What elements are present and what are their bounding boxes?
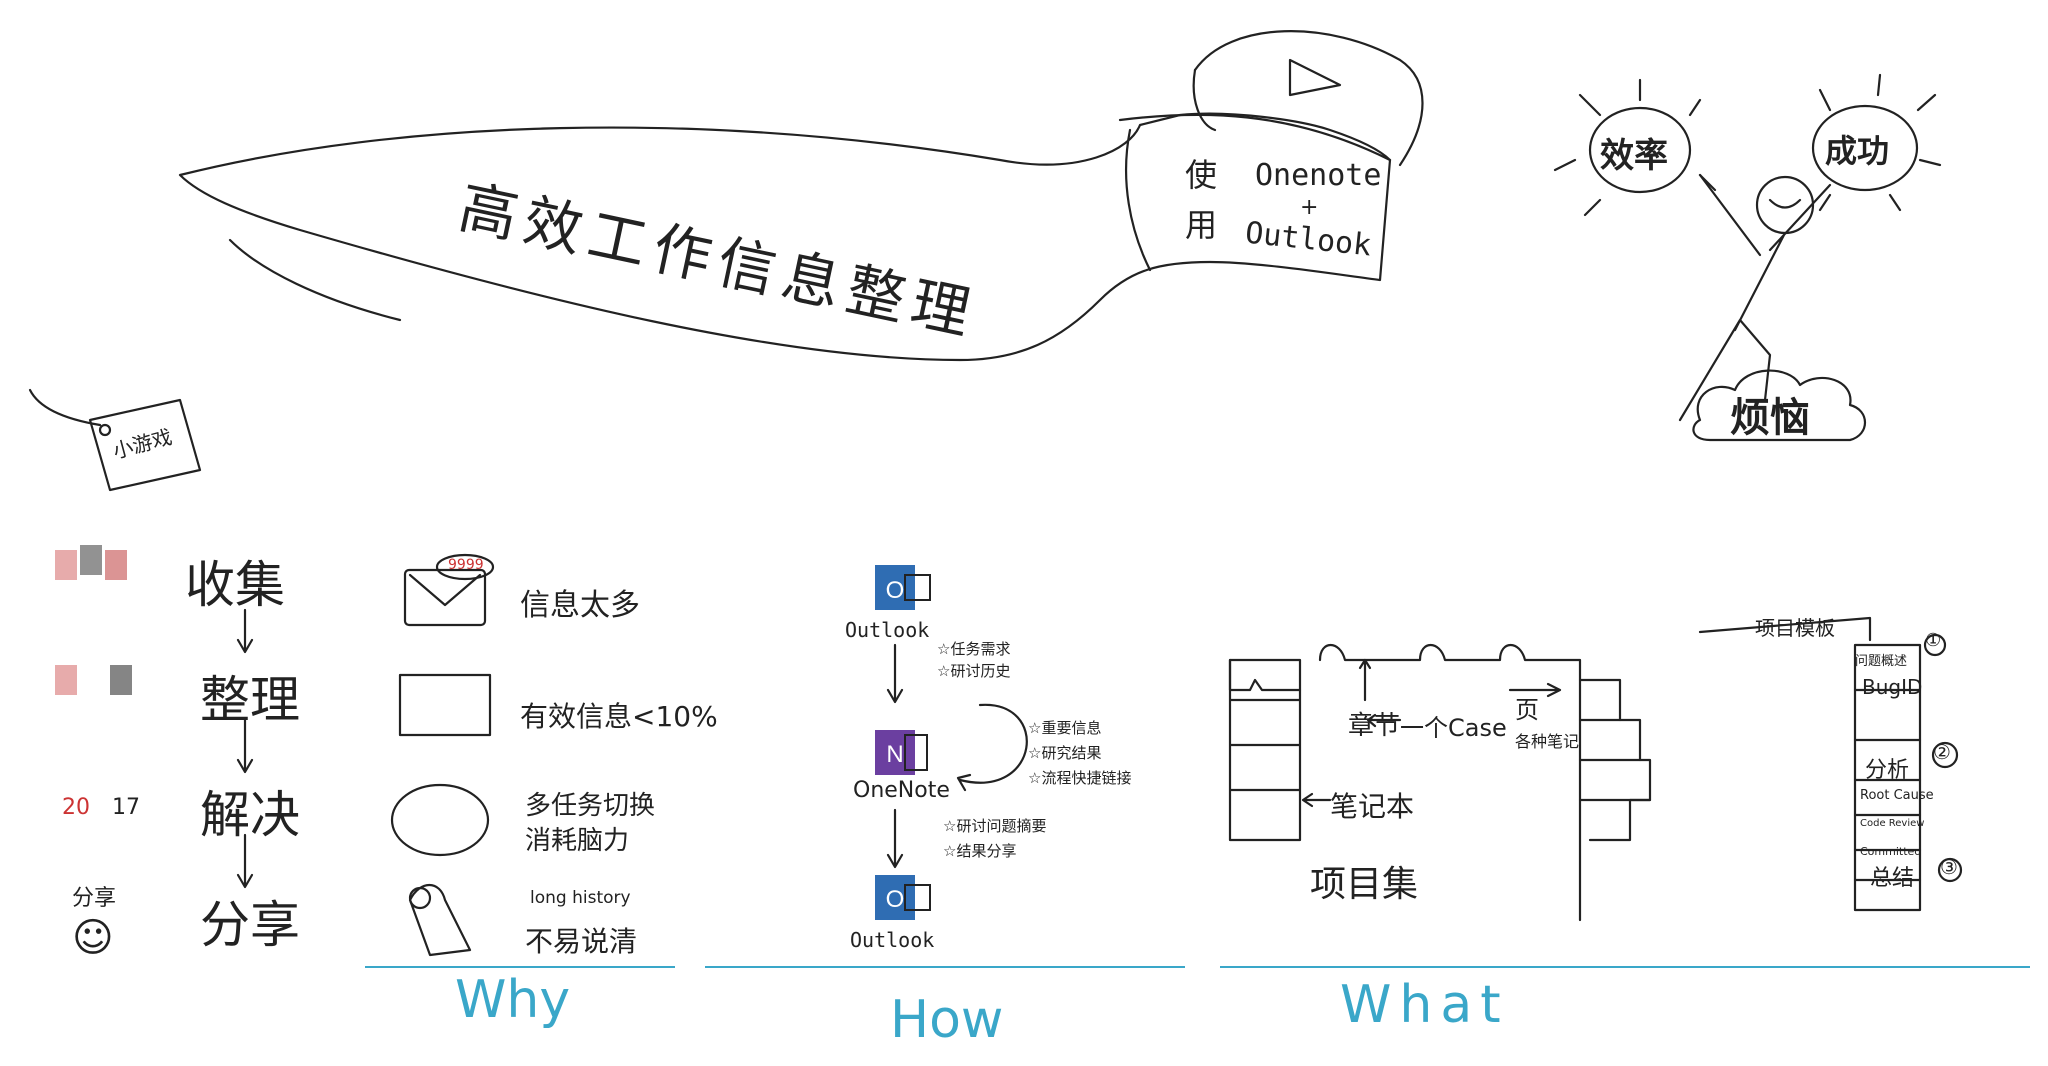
what-footer: What	[1340, 975, 1509, 1035]
flow-number-1: 20	[62, 795, 90, 820]
cloud-label-worry: 烦恼	[1730, 395, 1810, 441]
flow-share-label: 分享	[72, 886, 117, 911]
what-chapter: 章节	[1348, 711, 1401, 741]
template-number-3: ③	[1940, 855, 1958, 879]
why-item-1: 信息太多	[520, 588, 640, 623]
why-item-3-line-1: 多任务切换	[525, 791, 656, 821]
banner-ribbon	[178, 112, 1392, 362]
banner-use-char-2: 用	[1185, 206, 1218, 244]
mail-badge: 9999	[448, 557, 484, 573]
flow-number-2: 17	[112, 795, 140, 820]
sort-cards-icon	[55, 665, 132, 695]
svg-text:N: N	[886, 741, 903, 768]
sun-label-success: 成功	[1825, 132, 1890, 170]
svg-text:O: O	[886, 886, 905, 913]
template-number-1: ①	[1925, 630, 1942, 651]
what-page: 页	[1515, 696, 1539, 724]
template-item-committed: Committed	[1860, 845, 1922, 858]
how-onenote-note-3: ☆流程快捷链接	[1028, 769, 1132, 787]
how-onenote-note-1: ☆重要信息	[1028, 719, 1102, 737]
template-title: 项目模板	[1755, 616, 1835, 640]
outlook-icon-top: O	[875, 565, 931, 610]
how-app-outlook-top: Outlook	[845, 618, 930, 642]
template-item-code-review: Code Review	[1860, 818, 1925, 829]
brain-icon	[390, 783, 490, 857]
scroll-icon	[408, 883, 472, 957]
stickman-head	[1755, 175, 1815, 235]
template-item-root-cause: Root Cause	[1860, 788, 1934, 803]
what-projects: 项目集	[1310, 864, 1419, 905]
template-item-bugid: BugID	[1862, 675, 1923, 699]
onenote-icon: N	[875, 730, 928, 775]
how-app-outlook-bottom: Outlook	[850, 928, 935, 952]
what-case: 一个Case	[1400, 714, 1507, 742]
flow-step-share: 分享	[200, 896, 300, 954]
how-app-onenote: OneNote	[853, 778, 950, 803]
why-footer: Why	[455, 970, 571, 1030]
template-number-2: ②	[1933, 740, 1951, 764]
why-item-4-line-1: long history	[530, 888, 631, 908]
what-notebook: 笔记本	[1330, 790, 1415, 823]
banner-tool-1: Onenote	[1255, 158, 1382, 193]
sun-label-efficiency: 效率	[1600, 136, 1668, 176]
how-summary-note-1: ☆研讨问题摘要	[943, 817, 1047, 835]
why-item-2: 有效信息<10%	[520, 700, 718, 733]
how-outlook-note-1: ☆任务需求	[937, 640, 1011, 658]
how-outlook-note-2: ☆研讨历史	[937, 662, 1011, 680]
svg-text:O: O	[886, 577, 905, 604]
why-item-3-line-2: 消耗脑力	[525, 826, 630, 856]
template-item-overview: 问题概述	[1855, 654, 1908, 669]
how-onenote-note-2: ☆研究结果	[1028, 744, 1102, 762]
banner-use-char-1: 使	[1185, 156, 1218, 194]
flow-step-collect: 收集	[185, 556, 285, 614]
template-item-analysis: 分析	[1865, 758, 1910, 783]
mail-icon	[403, 568, 487, 627]
how-footer: How	[890, 990, 1004, 1050]
banner-tool-plus: +	[1300, 195, 1319, 220]
what-page-note: 各种笔记	[1515, 732, 1580, 751]
how-summary-note-2: ☆结果分享	[943, 842, 1017, 860]
scattered-mail-icon	[398, 673, 492, 737]
template-item-summary: 总结	[1870, 866, 1915, 891]
flow-step-solve: 解决	[200, 786, 300, 844]
outlook-icon-bottom: O	[875, 875, 931, 920]
collect-cards-icon	[55, 545, 127, 580]
flow-step-organize: 整理	[200, 671, 300, 729]
why-item-4-line-2: 不易说清	[525, 925, 638, 958]
cheering-person-icon: ☺	[72, 915, 114, 961]
